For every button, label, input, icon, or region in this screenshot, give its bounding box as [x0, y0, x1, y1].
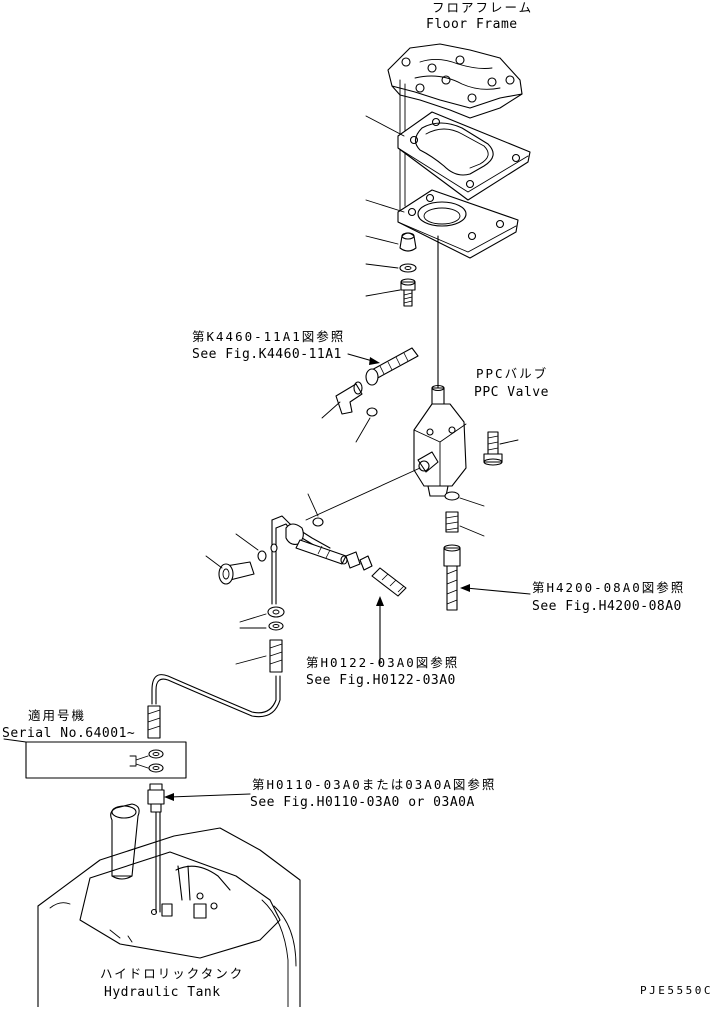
hose-middle	[371, 567, 407, 597]
label-ref-k4460-jp: 第K4460-11A1図参照	[192, 329, 345, 344]
hydraulic-tank	[37, 803, 301, 1008]
floor-frame	[387, 43, 523, 119]
leader-line	[365, 115, 405, 137]
leader-line	[355, 417, 371, 443]
label-ref-k4460-en: See Fig.K4460-11A1	[192, 347, 342, 362]
o-ring	[257, 550, 267, 562]
leader-line	[365, 289, 401, 297]
leader-line	[459, 525, 485, 537]
leader-line	[307, 493, 319, 517]
leader-line	[235, 655, 267, 665]
label-ppc-valve-en: PPC Valve	[474, 385, 549, 400]
pipe-nut	[345, 551, 373, 571]
drain-tube	[151, 674, 277, 714]
cover-plate	[397, 111, 531, 201]
label-hydraulic-tank-jp: ハイドロリックタンク	[100, 966, 244, 981]
adapter	[445, 511, 459, 533]
elbow-fitting	[335, 381, 363, 415]
o-ring	[366, 407, 378, 417]
drain-tube	[155, 675, 281, 718]
o-ring	[312, 517, 324, 527]
threaded-fitting	[365, 347, 419, 386]
ppc-valve	[413, 384, 467, 497]
label-ref-h0122-en: See Fig.H0122-03A0	[306, 673, 456, 688]
pipe-clamp	[267, 606, 285, 631]
leader-line	[499, 439, 519, 445]
leader-line	[321, 401, 341, 419]
drawing-code: PJE5550C	[640, 984, 713, 997]
short-hose	[269, 639, 283, 673]
leader-arrow	[169, 793, 251, 798]
label-ref-h0122-jp: 第H0122-03A0図参照	[306, 655, 459, 670]
arrow-head	[376, 596, 384, 606]
arrow-head	[460, 584, 470, 592]
o-ring	[444, 491, 460, 501]
arrow-head	[164, 793, 174, 801]
leader-line	[205, 555, 223, 569]
label-ref-h0110-en: See Fig.H0110-03A0 or 03A0A	[250, 795, 475, 810]
washer	[399, 263, 417, 273]
leader-line	[365, 199, 405, 213]
arrow-head	[369, 357, 380, 365]
tank-fitting	[147, 783, 165, 813]
rubber-boot	[399, 232, 417, 252]
hose-right	[443, 544, 461, 611]
leader-line	[305, 467, 421, 521]
leader-arrow	[465, 587, 531, 595]
label-hydraulic-tank-en: Hydraulic Tank	[104, 985, 221, 1000]
pipe-assembly	[271, 515, 348, 605]
joint-bolt	[218, 561, 255, 585]
leader-line	[365, 263, 399, 269]
bolt	[400, 278, 416, 307]
valve-bolt	[483, 431, 503, 466]
label-ref-h0110-jp: 第H0110-03A0または03A0A図参照	[252, 777, 496, 792]
label-serial-jp: 適用号機	[28, 708, 86, 723]
label-serial-en: Serial No.64001~	[2, 726, 135, 741]
leader-line	[365, 235, 399, 245]
serial-number-box	[3, 738, 187, 779]
washer	[270, 543, 278, 553]
label-floor-frame-en: Floor Frame	[426, 17, 518, 32]
lower-hose	[147, 705, 161, 739]
label-ppc-valve-jp: PPCバルブ	[476, 366, 548, 381]
leader-line	[239, 613, 267, 623]
label-ref-h4200-en: See Fig.H4200-08A0	[532, 599, 682, 614]
label-ref-h4200-jp: 第H4200-08A0図参照	[532, 580, 685, 595]
leader-line	[459, 497, 485, 507]
leader-line	[235, 533, 259, 551]
label-floor-frame-jp: フロアフレーム	[432, 0, 533, 15]
mounting-plate	[397, 189, 519, 259]
